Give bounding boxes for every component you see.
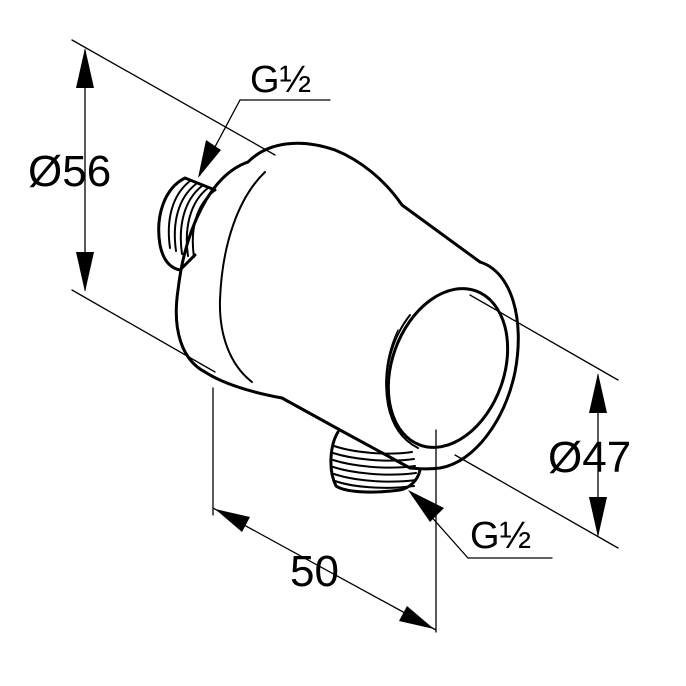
bottom-thread-connector [329, 430, 422, 494]
dimension-line-diagonal [212, 507, 437, 631]
top-thread-ridges [167, 180, 215, 258]
cylinder-top-edge [400, 203, 482, 264]
depth-label: 50 [290, 547, 339, 596]
leader-bottom-thread: G½ [408, 490, 553, 559]
bottom-thread-label: G½ [470, 515, 531, 557]
part-body [174, 141, 520, 471]
flange-seam [218, 171, 266, 383]
end-diameter-label: Ø47 [548, 433, 631, 482]
body-top-outline [246, 141, 404, 207]
dimension-depth: 50 [212, 387, 437, 633]
arrowhead-right [399, 606, 434, 629]
extension-line-lower [454, 454, 619, 549]
front-face-inner [386, 287, 510, 449]
arrowhead-up [76, 48, 94, 88]
bottom-thread-outline [329, 430, 422, 494]
extension-line-top [71, 39, 276, 156]
top-thread-connector [157, 176, 217, 272]
top-thread-label: G½ [250, 59, 311, 101]
extension-line-bottom [71, 289, 216, 373]
arrowhead-left [215, 509, 250, 532]
leader-arrowhead [198, 140, 221, 178]
leader-top-thread: G½ [198, 59, 331, 178]
cylinder-bottom-edge [280, 396, 412, 470]
leader-arrowhead [408, 490, 444, 522]
arrowhead-down [589, 497, 607, 537]
front-face-shade [385, 329, 399, 413]
arrowhead-up [589, 373, 607, 413]
extension-line-upper [469, 294, 619, 381]
top-thread-outline [157, 176, 217, 272]
outer-diameter-label: Ø56 [28, 147, 111, 196]
arrowhead-down [76, 252, 94, 292]
dimension-outer-diameter: Ø56 [28, 39, 276, 373]
dimension-end-diameter: Ø47 [454, 294, 631, 549]
front-face-outer [408, 260, 520, 471]
bottom-thread-ridges [332, 445, 417, 489]
